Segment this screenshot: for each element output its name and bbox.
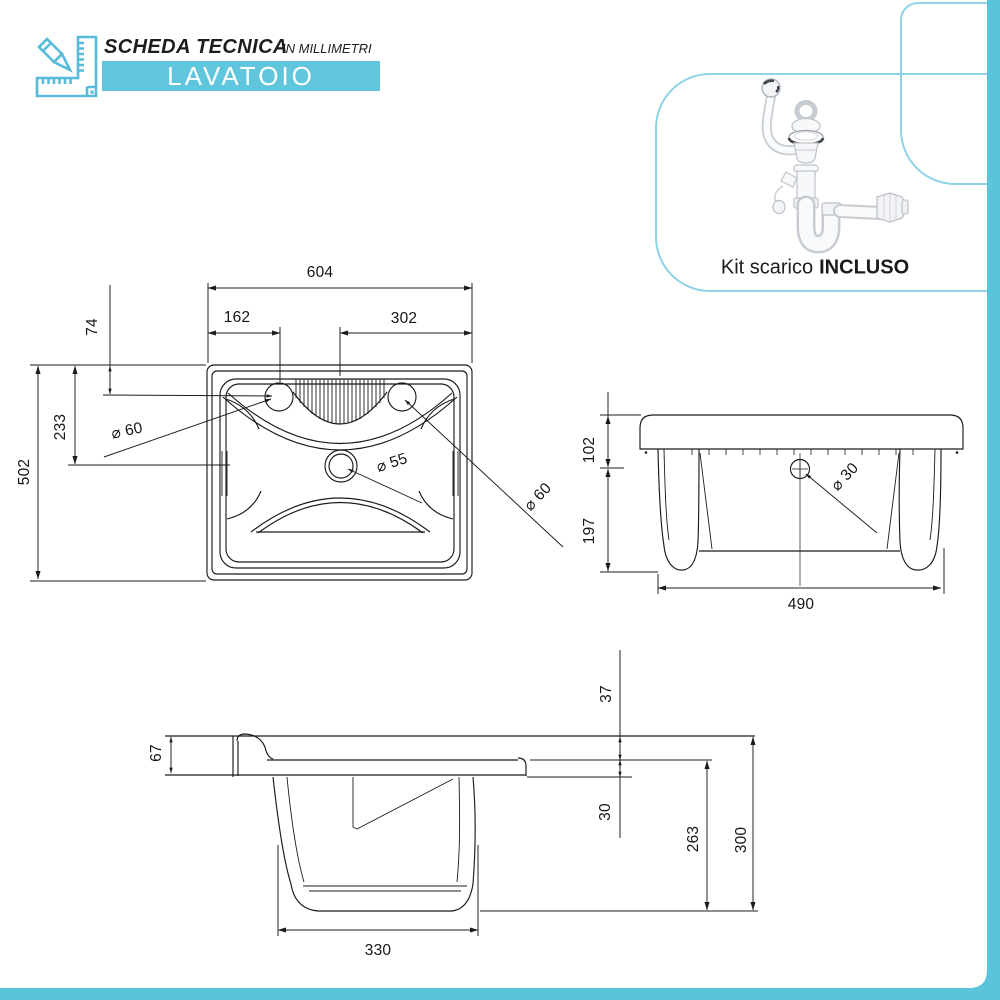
dimension-lines [30,283,945,936]
product-name: LAVATOIO [167,60,315,91]
dim-top-hole-left-label: 162 [223,309,251,326]
dim-top-width-label: 604 [306,264,334,281]
product-banner: LAVATOIO [102,61,380,91]
drain-kit-image [761,78,909,254]
kit-caption-text: Kit scarico [720,256,814,279]
dim-top-right-half-label: 302 [390,310,418,327]
top-view-drawing [206,364,473,581]
pencil-ruler-icon [35,35,98,98]
page-title: SCHEDA TECNICA [104,36,288,58]
units-subtitle: IN MILLIMETRI [282,41,372,56]
decorative-rounded-outline [900,2,1000,185]
side-view-drawing [639,414,964,586]
dim-side-width-label: 490 [787,596,815,613]
kit-included-box [655,73,1000,292]
dim-profile-pedestal-width-label: 330 [364,942,392,959]
kit-caption-highlight: INCLUSO [819,256,910,279]
profile-view-drawing [165,733,755,912]
